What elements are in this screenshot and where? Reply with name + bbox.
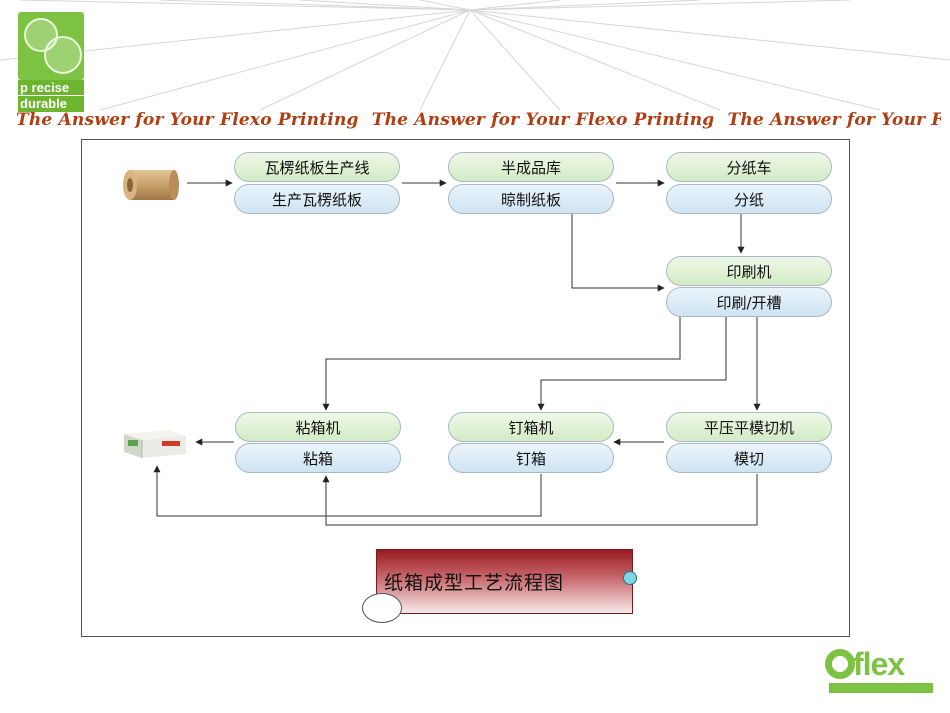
diagram-frame — [81, 139, 850, 637]
logo-text-durable: durable — [18, 96, 84, 112]
tagline-segment: The Answer for Your Flexo Printing — [727, 110, 941, 130]
semi-finished-warehouse-action: 晾制纸板 — [448, 184, 614, 214]
corrugator-line-action: 生产瓦楞纸板 — [234, 184, 400, 214]
tagline-segment: The Answer for Your Flexo Printing — [16, 110, 359, 130]
connector-dot — [623, 571, 637, 585]
flex-logo-word: flex — [853, 646, 905, 682]
carton-box-icon — [124, 430, 186, 458]
tagline-segment: The Answer for Your Flexo Printing — [371, 110, 715, 130]
stitcher-node: 钉箱机 — [448, 412, 614, 442]
gluer-node: 粘箱机 — [235, 412, 401, 442]
connector-circle — [362, 593, 402, 623]
semi-finished-warehouse-node: 半成品库 — [448, 152, 614, 182]
caption-box — [376, 549, 633, 614]
flex-logo-strip — [829, 683, 933, 693]
slitter-action: 分纸 — [666, 184, 832, 214]
flex-logo: flex — [825, 647, 937, 697]
stitcher-action: 钉箱 — [448, 443, 614, 473]
tagline-banner: The Answer for Your Flexo Printing The A… — [16, 110, 941, 136]
decorative-rays — [0, 0, 950, 111]
logo-text-precise: p recise — [18, 80, 84, 95]
precise-durable-logo: p recise durable — [18, 12, 84, 112]
printer-node: 印刷机 — [666, 256, 832, 286]
die-cutter-node: 平压平模切机 — [666, 412, 832, 442]
printer-action: 印刷/开槽 — [666, 287, 832, 317]
corrugator-line-node: 瓦楞纸板生产线 — [234, 152, 400, 182]
slitter-node: 分纸车 — [666, 152, 832, 182]
die-cutter-action: 模切 — [666, 443, 832, 473]
diagram-caption: 纸箱成型工艺流程图 — [384, 572, 565, 594]
paper-roll-icon — [123, 170, 179, 200]
flex-logo-o-mark — [825, 649, 855, 679]
gluer-action: 粘箱 — [235, 443, 401, 473]
